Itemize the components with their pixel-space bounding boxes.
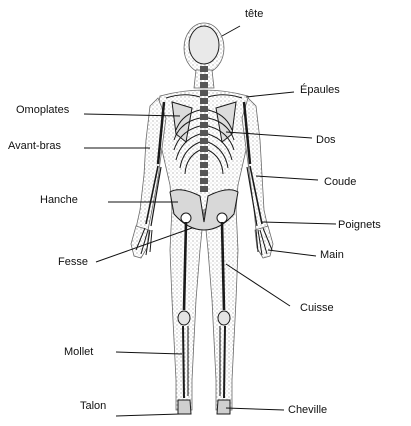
- label-main: Main: [320, 249, 344, 262]
- line-talon: [116, 414, 180, 416]
- line-tete: [222, 26, 240, 36]
- label-avant-bras: Avant-bras: [8, 140, 61, 153]
- label-coude: Coude: [324, 176, 356, 189]
- label-epaules: Épaules: [300, 84, 340, 97]
- line-poignets: [262, 222, 336, 224]
- label-tete: tête: [245, 8, 263, 21]
- label-poignets: Poignets: [338, 219, 381, 232]
- line-main: [268, 250, 316, 256]
- line-cheville: [226, 408, 284, 410]
- label-fesse: Fesse: [58, 256, 88, 269]
- line-coude: [256, 176, 318, 180]
- label-omoplates: Omoplates: [16, 104, 69, 117]
- label-dos: Dos: [316, 134, 336, 147]
- label-talon: Talon: [80, 400, 106, 413]
- label-hanche: Hanche: [40, 194, 78, 207]
- label-cheville: Cheville: [288, 404, 327, 417]
- label-mollet: Mollet: [64, 346, 93, 359]
- label-cuisse: Cuisse: [300, 302, 334, 315]
- line-mollet: [116, 352, 182, 354]
- skeleton-bones: [136, 26, 272, 414]
- line-epaules: [246, 92, 294, 97]
